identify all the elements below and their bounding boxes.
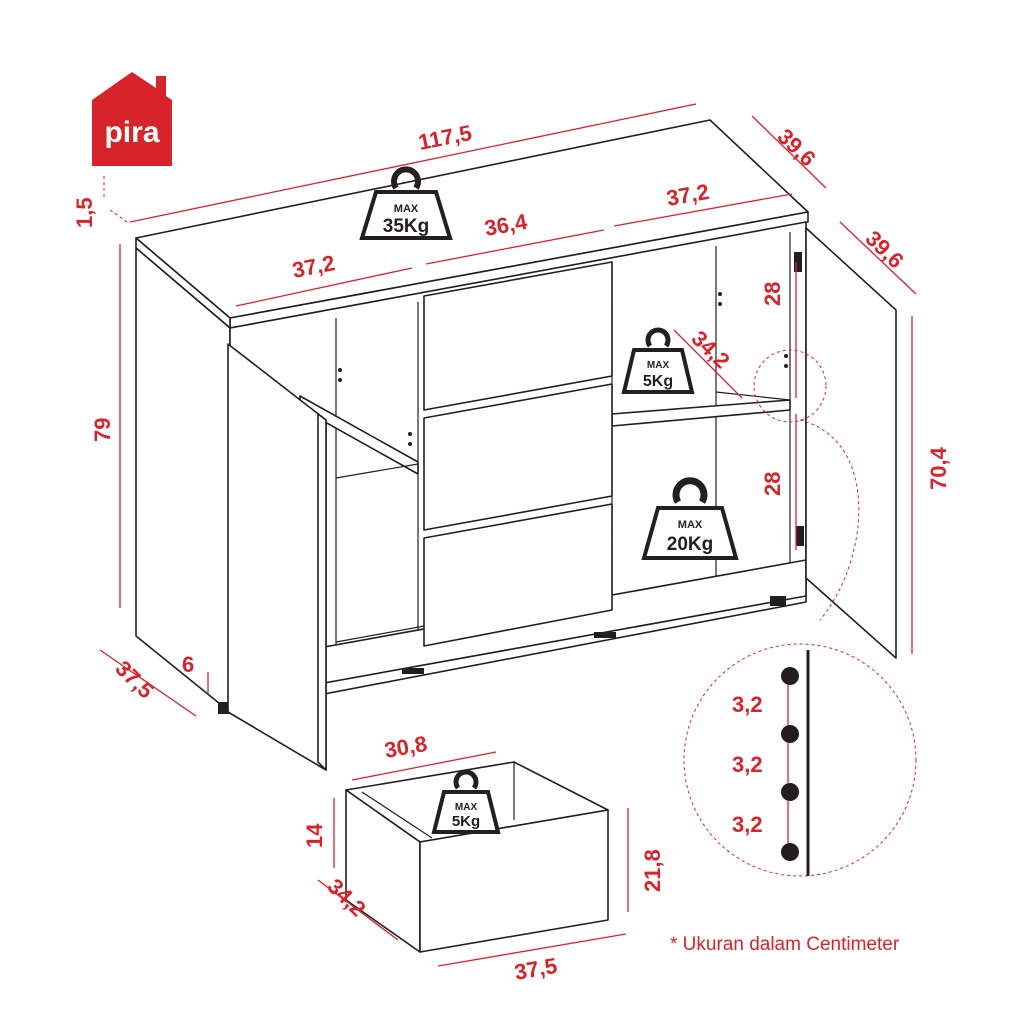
cabinet-drawing <box>135 119 897 771</box>
hole-spacing-2-label: 3,2 <box>732 752 763 777</box>
hole-spacing-1-label: 3,2 <box>732 692 763 717</box>
weight-top-load: 35Kg <box>383 216 429 237</box>
top-thickness-label: 1,5 <box>72 197 97 228</box>
weight-drawer-load: 5Kg <box>452 813 480 830</box>
drawer-front-height-label: 21,8 <box>640 849 665 892</box>
door-height-label: 70,4 <box>926 446 951 490</box>
shelf-gap-lower-label: 28 <box>760 472 785 496</box>
weight-bottom-shelf-load: 20Kg <box>667 534 713 555</box>
footnote: * Ukuran dalam Centimeter <box>670 934 900 955</box>
hole-spacing-3-label: 3,2 <box>732 812 763 837</box>
weight-upper-shelf-load: 5Kg <box>643 373 673 390</box>
weight-icon-top: MAX 35Kg <box>359 166 453 240</box>
leg-height-label: 6 <box>182 652 194 677</box>
weight-icon-drawer: MAX 5Kg <box>431 769 501 834</box>
drawer-front-width-label: 37,5 <box>513 953 560 985</box>
weight-upper-shelf-max: MAX <box>647 360 670 371</box>
shelf-gap-upper-label: 28 <box>760 282 785 306</box>
depth-top-label: 39,6 <box>773 124 821 172</box>
dimension-lines <box>99 103 917 967</box>
weight-drawer-max: MAX <box>455 802 478 813</box>
pira-logo: pira <box>92 72 172 166</box>
door-width-label: 39,6 <box>861 226 909 274</box>
weight-icon-upper-shelf: MAX 5Kg <box>621 327 695 394</box>
weight-top-max: MAX <box>394 203 419 215</box>
weight-icon-bottom-shelf: MAX 20Kg <box>641 477 739 560</box>
weight-bottom-shelf-max: MAX <box>678 519 703 531</box>
height-label: 79 <box>90 418 115 442</box>
brand-name: pira <box>104 116 159 149</box>
hole-detail <box>683 349 917 877</box>
drawer-inner-width-label: 30,8 <box>383 731 430 763</box>
total-width-label: 117,5 <box>416 120 474 155</box>
drawer-inner-height-label: 14 <box>302 823 327 848</box>
